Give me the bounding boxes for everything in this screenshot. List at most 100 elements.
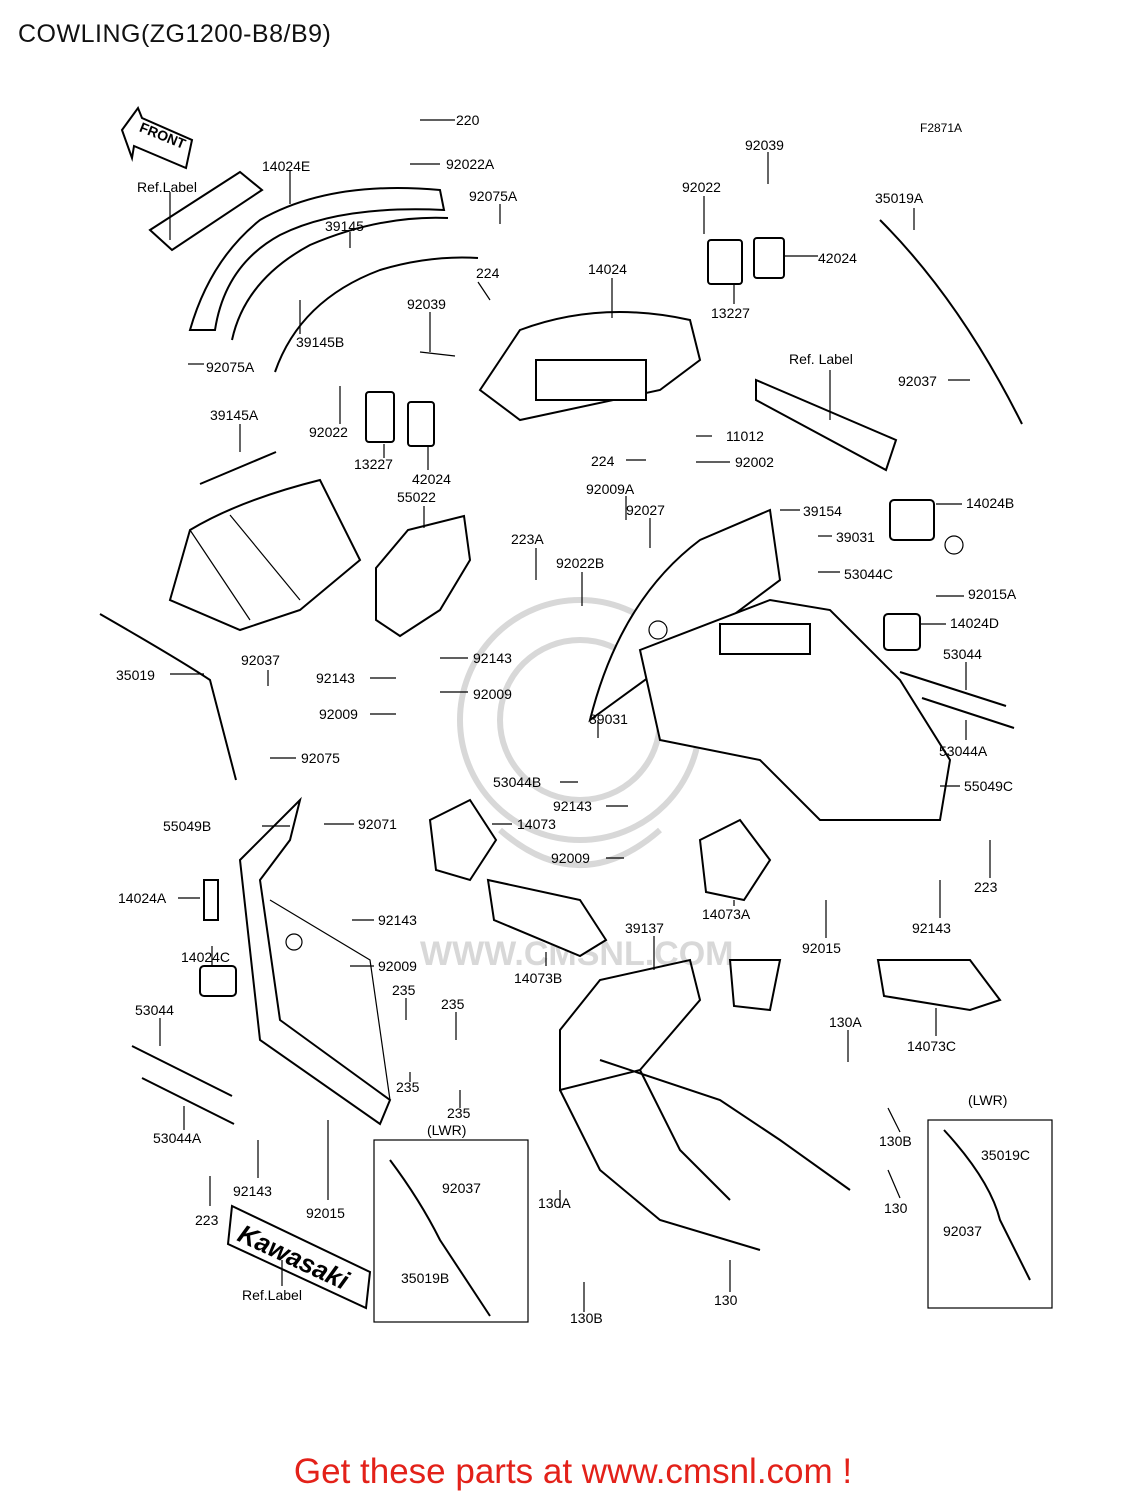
part-label: 92075A xyxy=(206,359,255,375)
part-label: 92027 xyxy=(626,502,665,518)
part-label: 92015A xyxy=(968,586,1017,602)
part-label: 92143 xyxy=(233,1183,272,1199)
trim-35019C xyxy=(943,1129,1031,1281)
part-label: 223 xyxy=(195,1212,219,1228)
part-label: 235 xyxy=(447,1105,471,1121)
part-label: 92075A xyxy=(469,188,518,204)
part-label: 235 xyxy=(392,982,416,998)
part-label: Ref.Label xyxy=(137,179,197,195)
part-label: 13227 xyxy=(711,305,750,321)
part-label: 92022B xyxy=(556,555,604,571)
part-label: 92009 xyxy=(551,850,590,866)
part-label: 14073C xyxy=(907,1038,956,1054)
ref-label-plate xyxy=(755,378,898,472)
part-label: 14024D xyxy=(950,615,999,631)
instrument-cover-14024 xyxy=(478,311,702,422)
clips-right xyxy=(707,219,1023,425)
part-label: 92143 xyxy=(316,670,355,686)
left-cowling-55049B xyxy=(99,613,392,1126)
clips-left xyxy=(199,351,456,485)
part-label: 14024A xyxy=(118,890,167,906)
part-label: 53044 xyxy=(943,646,982,662)
part-label: Ref. Label xyxy=(789,351,853,367)
part-label: 92009 xyxy=(319,706,358,722)
footer-link[interactable]: Get these parts at www.cmsnl.com ! xyxy=(293,1452,853,1491)
part-label: 53044A xyxy=(153,1130,202,1146)
part-label: Ref.Label xyxy=(242,1287,302,1303)
part-label: 92037 xyxy=(898,373,937,389)
upper-cowling xyxy=(588,499,1015,821)
leader-lines xyxy=(159,119,991,1312)
part-label: 39145A xyxy=(210,407,259,423)
part-label: 92037 xyxy=(442,1180,481,1196)
part-label: 130 xyxy=(884,1200,908,1216)
part-label: 35019 xyxy=(116,667,155,683)
part-label: 53044A xyxy=(939,743,988,759)
part-label: 39137 xyxy=(625,920,664,936)
part-labels: 220 92022A 14024E Ref.Label 92075A 39145… xyxy=(116,112,1030,1326)
part-label: 92071 xyxy=(358,816,397,832)
part-label: 92143 xyxy=(553,798,592,814)
part-label: 92015 xyxy=(802,940,841,956)
part-label: 55049B xyxy=(163,818,211,834)
part-label: 224 xyxy=(476,265,500,281)
part-label: 39031 xyxy=(589,711,628,727)
part-label: 130 xyxy=(714,1292,738,1308)
front-arrow-icon: FRONT xyxy=(120,105,194,170)
trim-35019B xyxy=(389,1159,491,1317)
part-label: 92143 xyxy=(912,920,951,936)
part-label: 14073 xyxy=(517,816,556,832)
part-label: 14073B xyxy=(514,970,562,986)
part-label: 92002 xyxy=(735,454,774,470)
part-label: 39145 xyxy=(325,218,364,234)
part-label: 53044 xyxy=(135,1002,174,1018)
part-label: 92037 xyxy=(943,1223,982,1239)
bracket-55022 xyxy=(375,514,472,638)
part-label: 92039 xyxy=(745,137,784,153)
part-label: 92039 xyxy=(407,296,446,312)
part-label: 35019A xyxy=(875,190,924,206)
inset-box-35019B xyxy=(373,1139,529,1323)
part-label: 92143 xyxy=(378,912,417,928)
part-label: 39145B xyxy=(296,334,344,350)
part-label: 13227 xyxy=(354,456,393,472)
windshield xyxy=(168,478,362,632)
part-label: 130A xyxy=(829,1014,862,1030)
page-title: COWLING(ZG1200-B8/B9) xyxy=(18,20,332,48)
part-label: 92075 xyxy=(301,750,340,766)
part-label: 223 xyxy=(974,879,998,895)
inset-box-35019C xyxy=(927,1119,1053,1309)
part-label: 220 xyxy=(456,112,480,128)
figure-id: F2871A xyxy=(920,121,962,135)
part-label: 42024 xyxy=(818,250,857,266)
part-label: 14024C xyxy=(181,949,230,965)
frame-39137 xyxy=(559,958,851,1251)
part-label: 92037 xyxy=(241,652,280,668)
part-label: (LWR) xyxy=(427,1122,466,1138)
part-label: 92015 xyxy=(306,1205,345,1221)
part-label: 14024E xyxy=(262,158,310,174)
part-label: 92022A xyxy=(446,156,495,172)
part-label: 130B xyxy=(879,1133,912,1149)
part-label: 35019C xyxy=(981,1147,1030,1163)
part-label: 224 xyxy=(591,453,615,469)
part-label: 14024 xyxy=(588,261,627,277)
part-label: 130B xyxy=(570,1310,603,1326)
part-label: 53044C xyxy=(844,566,893,582)
part-label: 11012 xyxy=(726,428,764,444)
part-label: 223A xyxy=(511,531,544,547)
part-label: 35019B xyxy=(401,1270,449,1286)
part-label: 39031 xyxy=(836,529,875,545)
air-ducts xyxy=(428,798,1002,1012)
part-label: 92022 xyxy=(309,424,348,440)
marker-a-icons xyxy=(285,535,964,951)
trim-14024E xyxy=(148,170,479,373)
part-label: 14073A xyxy=(702,906,751,922)
part-label: 92009A xyxy=(586,481,635,497)
part-label: 55022 xyxy=(397,489,436,505)
part-label: 92022 xyxy=(682,179,721,195)
part-label: 14024B xyxy=(966,495,1014,511)
part-label: 92009 xyxy=(473,686,512,702)
part-label: 130A xyxy=(538,1195,571,1211)
